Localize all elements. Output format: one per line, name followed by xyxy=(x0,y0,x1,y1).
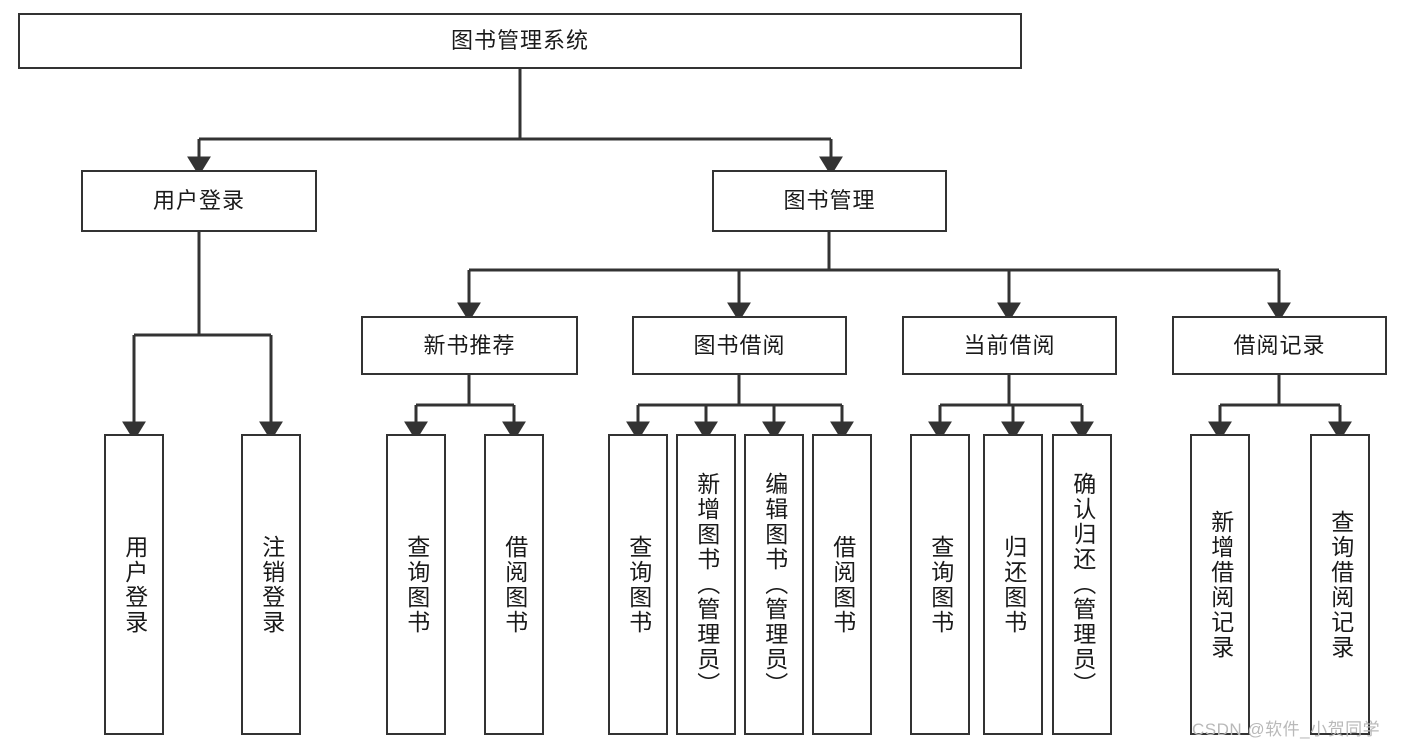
node-leaf-user-login[interactable]: 用户登录 xyxy=(104,434,164,735)
node-leaf-edit-book[interactable]: 编辑图书（管理员） xyxy=(744,434,804,735)
node-current-borrow[interactable]: 当前借阅 xyxy=(902,316,1117,375)
node-root[interactable]: 图书管理系统 xyxy=(18,13,1022,69)
node-leaf-borrow-book-1[interactable]: 借阅图书 xyxy=(484,434,544,735)
node-leaf-logout[interactable]: 注销登录 xyxy=(241,434,301,735)
node-leaf-query-book-1[interactable]: 查询图书 xyxy=(386,434,446,735)
node-user-login[interactable]: 用户登录 xyxy=(81,170,317,232)
node-leaf-return-book[interactable]: 归还图书 xyxy=(983,434,1043,735)
node-leaf-borrow-book-2[interactable]: 借阅图书 xyxy=(812,434,872,735)
node-book-borrow[interactable]: 图书借阅 xyxy=(632,316,847,375)
node-new-book-recommend[interactable]: 新书推荐 xyxy=(361,316,578,375)
node-leaf-confirm-return[interactable]: 确认归还（管理员） xyxy=(1052,434,1112,735)
node-leaf-query-borrow-record[interactable]: 查询借阅记录 xyxy=(1310,434,1370,735)
node-leaf-query-book-3[interactable]: 查询图书 xyxy=(910,434,970,735)
node-leaf-add-book[interactable]: 新增图书（管理员） xyxy=(676,434,736,735)
csdn-watermark: CSDN @软件_小贺同学 xyxy=(1192,720,1381,739)
node-book-manage[interactable]: 图书管理 xyxy=(712,170,947,232)
node-leaf-query-book-2[interactable]: 查询图书 xyxy=(608,434,668,735)
node-leaf-add-borrow-record[interactable]: 新增借阅记录 xyxy=(1190,434,1250,735)
node-borrow-record[interactable]: 借阅记录 xyxy=(1172,316,1387,375)
